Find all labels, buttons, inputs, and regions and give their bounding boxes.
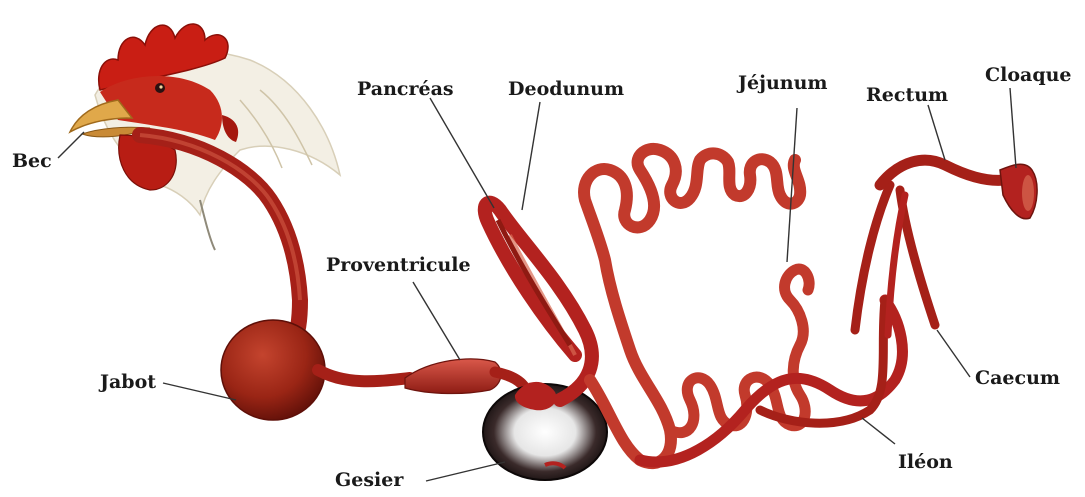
chicken-head [70,24,340,250]
label-ileon: Iléon [898,453,953,472]
label-proventricule: Proventricule [326,256,471,275]
label-bec: Bec [12,152,52,171]
label-jabot: Jabot [100,373,156,392]
leader-ileon [862,418,895,444]
label-caecum: Caecum [975,369,1060,388]
rectum-organ [880,160,1005,185]
label-rectum: Rectum [866,86,948,105]
label-cloaque: Cloaque [985,66,1072,85]
leader-rectum [928,105,945,160]
label-deodunum: Deodunum [508,80,624,99]
leader-deodunum [522,102,540,210]
label-pancreas: Pancréas [357,80,454,99]
leader-proventricule [413,282,460,360]
oesophagus-lower [318,370,410,381]
leader-pancreas [430,98,494,208]
label-jejunum: Jéjunum [738,74,828,93]
gesier-organ [483,382,607,480]
proventricule-organ [405,359,501,394]
leader-cloaque [1010,88,1016,168]
label-gesier: Gesier [335,471,403,490]
leader-caecum [937,330,970,377]
leader-gesier [426,462,505,481]
jabot-organ [221,320,325,420]
leader-bec [58,132,84,158]
